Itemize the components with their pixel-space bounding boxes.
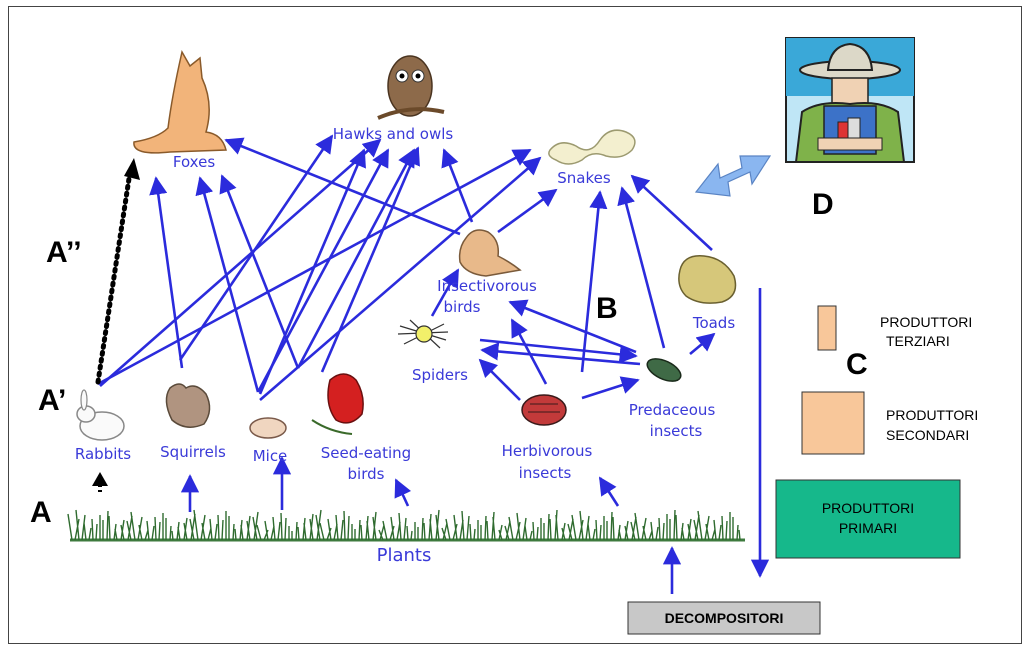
mouse-picture [250,418,286,438]
label-rabbits: Rabbits [75,445,131,463]
grass-blades [68,510,740,540]
label-spiders: Spiders [412,366,468,384]
label-plants: Plants [377,545,432,566]
primari-label-1: PRODUTTORI [822,500,914,516]
double-arrow-icon [696,156,770,196]
label-foxes: Foxes [173,153,215,171]
terziari-swatch [818,306,836,350]
farmer-picture [786,38,914,162]
arrow-mice-hawks [298,150,414,368]
primari-label-2: PRIMARI [839,520,897,536]
label-herbivorous-2: insects [519,464,572,482]
secondari-label-1: PRODUTTORI [886,407,978,423]
label-insectivorous-1: Insectivorous [437,277,537,295]
marker-a-prime: A’ [38,384,66,417]
trophic-legend: PRODUTTORI TERZIARI PRODUTTORI SECONDARI… [628,306,978,634]
insectivorous-bird-picture [460,230,520,276]
arrow-insectbirds-snakes [498,190,556,232]
arrow-plants-seedbirds [396,480,408,506]
decompositori-label: DECOMPOSITORI [665,610,784,626]
arrow-plants-herbinsects [600,478,618,506]
label-herbivorous-1: Herbivorous [502,442,593,460]
label-squirrels: Squirrels [160,443,226,461]
rabbit-picture [77,390,124,440]
arrow-squirrels-foxes [200,178,258,392]
grass-blade-path [68,510,740,540]
marker-a: A [30,496,52,529]
marker-a-double-prime: A’’ [46,236,82,269]
marker-b: B [596,292,618,325]
arrow-herbinsects-spiders [480,360,520,400]
terziari-label-2: TERZIARI [886,333,950,349]
marker-c: C [846,348,868,381]
label-toads: Toads [692,314,736,332]
terziari-label-1: PRODUTTORI [880,314,972,330]
squirrel-picture [166,384,209,427]
arrow-insectbirds-foxes [226,140,460,234]
label-seed-eating-2: birds [348,465,385,483]
label-predaceous-2: insects [650,422,703,440]
label-insectivorous-2: birds [444,298,481,316]
secondari-label-2: SECONDARI [886,427,969,443]
a-marker-arrows [92,158,140,492]
arrow-predinsects-spiders [482,350,640,364]
seed-eating-bird-picture [312,374,363,434]
label-snakes: Snakes [557,169,611,187]
markers: A A’ A’’ B C D [30,188,868,529]
primari-box [776,480,960,558]
arrow-predinsects-toads [690,334,714,354]
label-seed-eating-1: Seed-eating [321,444,411,462]
marker-d: D [812,188,834,221]
toad-picture [679,256,736,303]
snake-picture [549,130,635,164]
predaceous-insect-picture [644,354,684,386]
arrow-herbinsects-snakes [582,192,600,372]
spider-picture [398,320,448,348]
arrow-insectbirds-hawks [444,150,472,222]
arrow-predinsects-snakes [622,188,664,348]
label-hawks-owls: Hawks and owls [333,125,454,143]
fox-picture [134,52,226,153]
label-predaceous-1: Predaceous [629,401,716,419]
arrow-herbinsects-predinsects [582,380,638,398]
owl-picture [378,56,444,118]
label-mice: Mice [253,447,288,465]
arrow-rabbits-hawks [100,140,380,386]
secondari-swatch [802,392,864,454]
herbivorous-insect-picture [522,395,566,425]
